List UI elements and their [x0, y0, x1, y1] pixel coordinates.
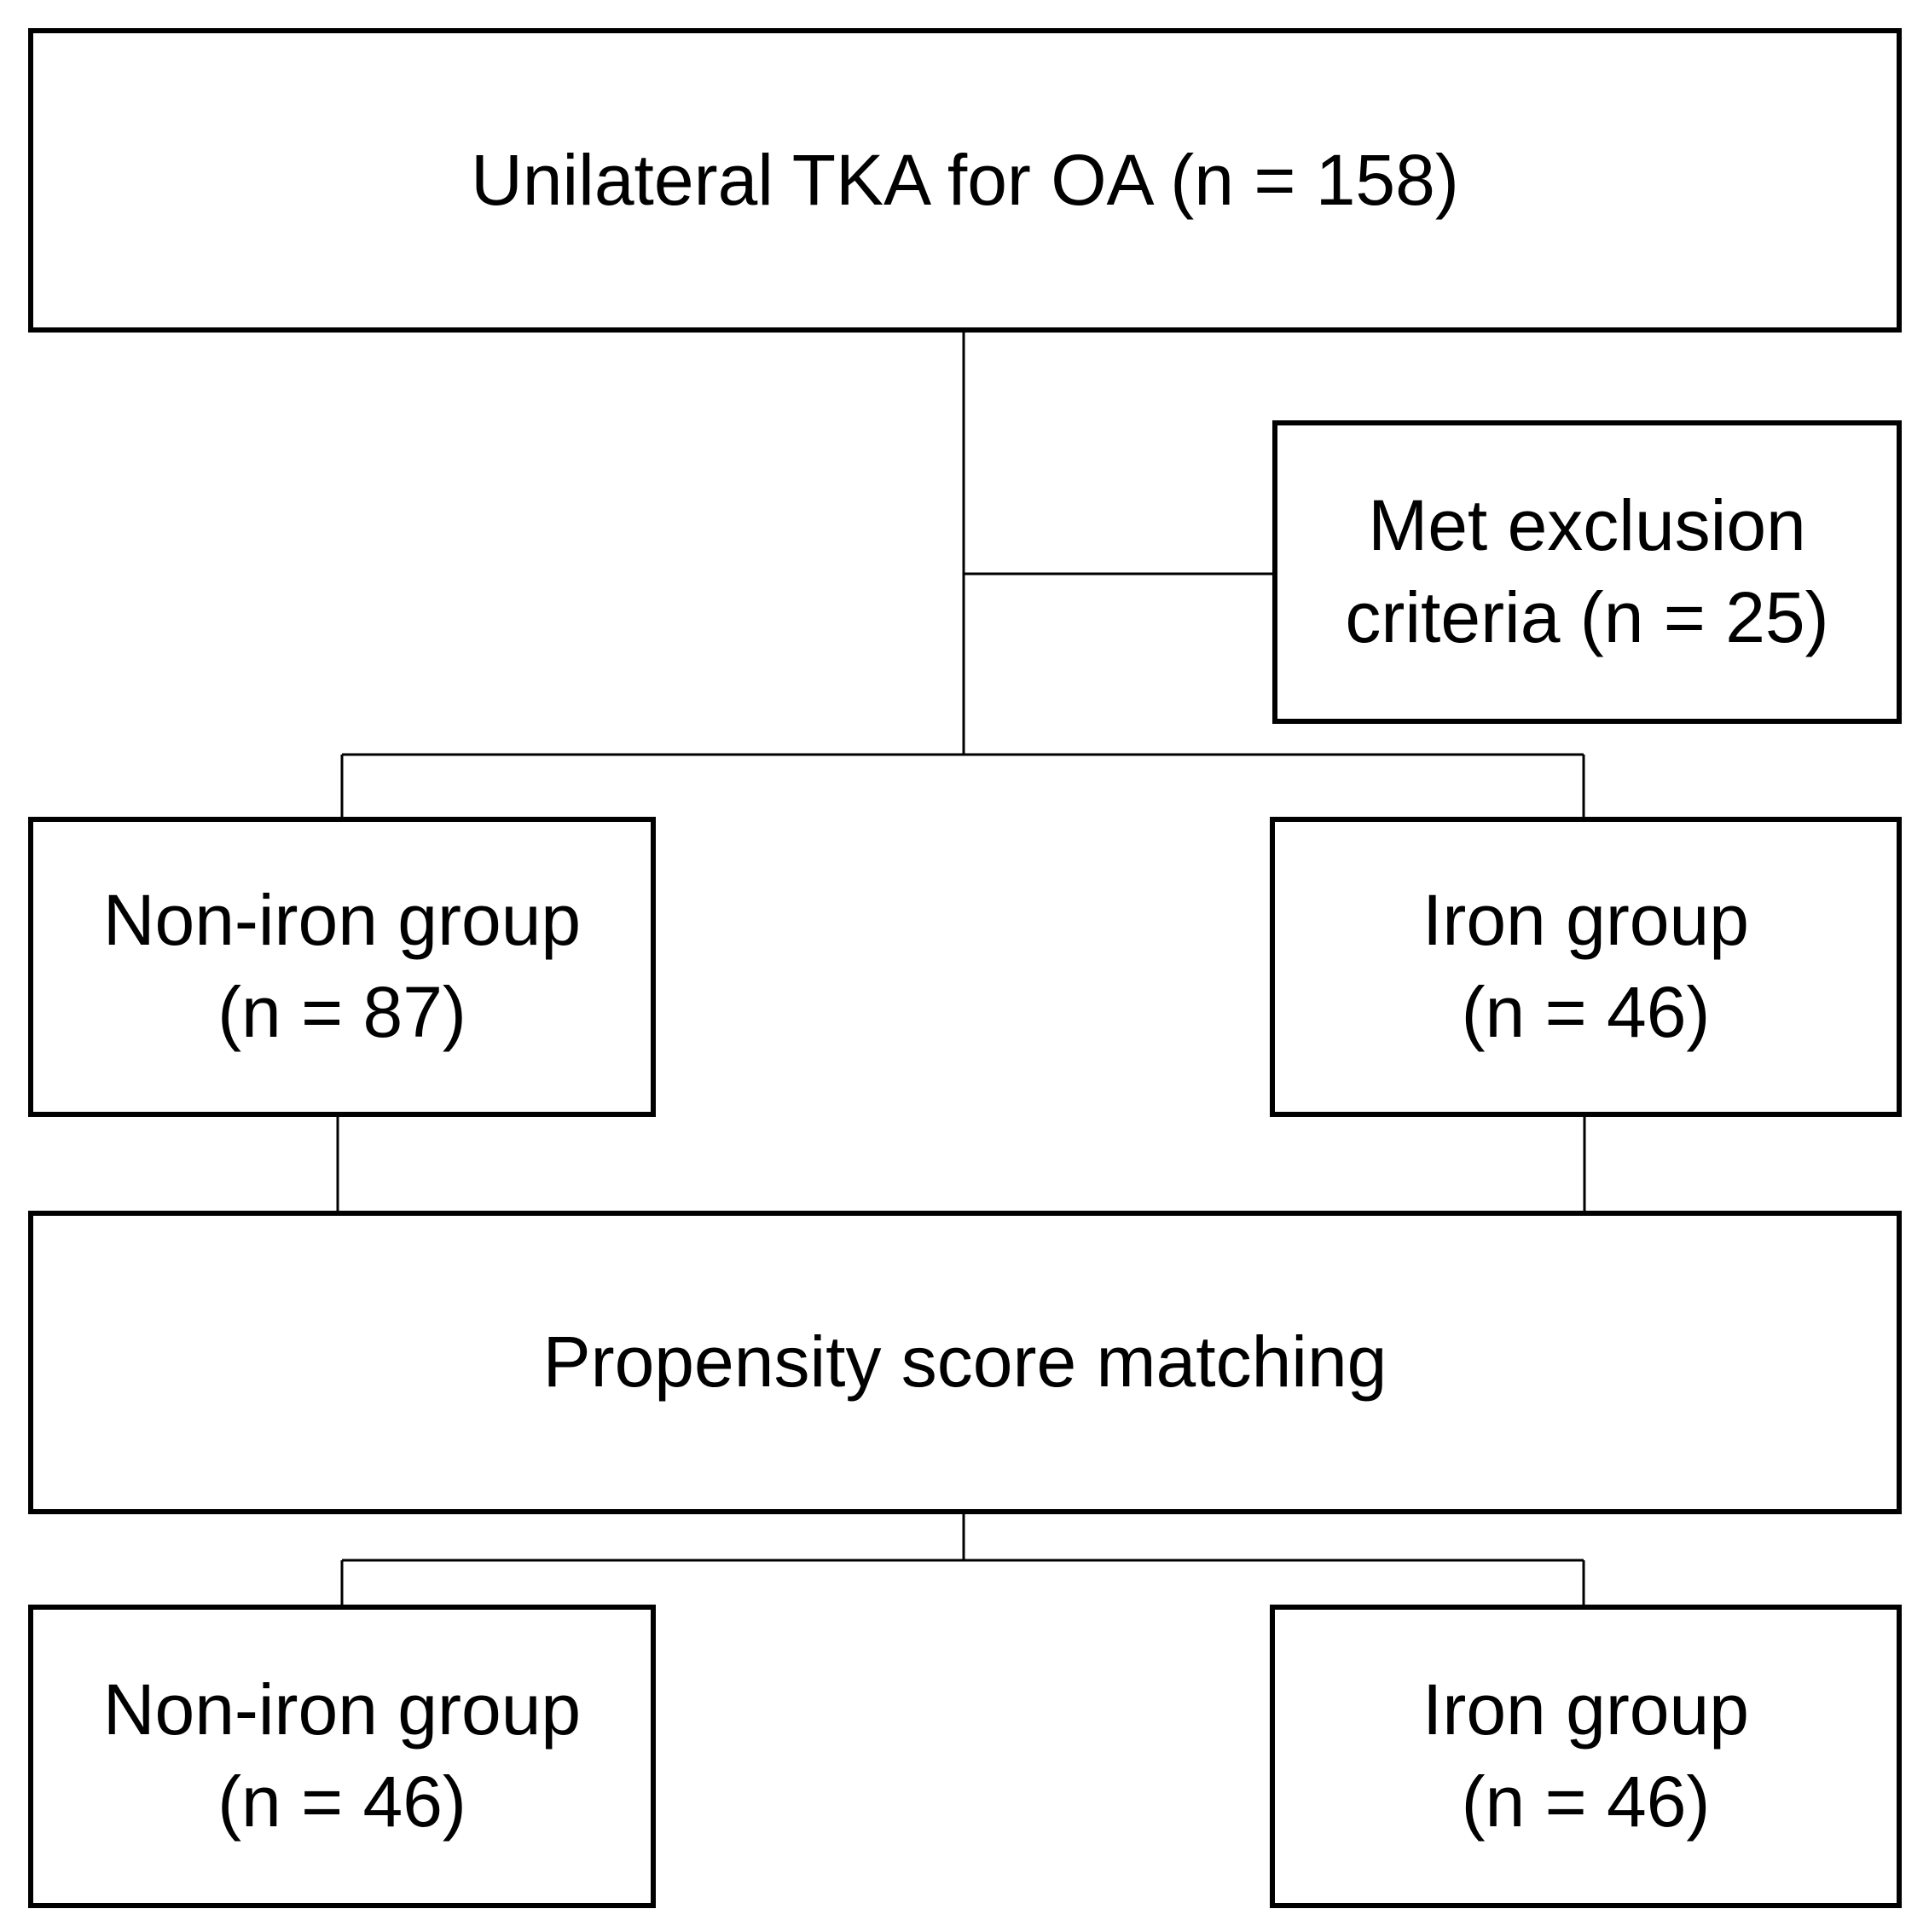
iron-group-label: Iron group [1422, 880, 1749, 961]
iron-group-count: (n = 46) [1461, 972, 1711, 1052]
enrolled-box: Unilateral TKA for OA (n = 158) [28, 28, 1902, 333]
non-iron-group-label: Non-iron group [102, 880, 582, 961]
non-iron-group-label: Non-iron group [102, 1669, 582, 1750]
exclusion-line-2: criteria (n = 25) [1345, 577, 1829, 657]
iron-group-box-before-matching: Iron group (n = 46) [1270, 817, 1902, 1117]
propensity-matching-box: Propensity score matching [28, 1211, 1902, 1514]
exclusion-box: Met exclusion criteria (n = 25) [1272, 420, 1902, 724]
iron-group-count: (n = 46) [1461, 1761, 1711, 1842]
non-iron-group-count: (n = 46) [217, 1761, 466, 1842]
propensity-matching-text: Propensity score matching [542, 1322, 1387, 1403]
enrolled-text: Unilateral TKA for OA (n = 158) [471, 139, 1459, 220]
non-iron-group-count: (n = 87) [217, 972, 466, 1052]
non-iron-group-box-after-matching: Non-iron group (n = 46) [28, 1605, 656, 1908]
exclusion-line-1: Met exclusion [1368, 485, 1806, 566]
non-iron-group-box-before-matching: Non-iron group (n = 87) [28, 817, 656, 1117]
iron-group-label: Iron group [1422, 1669, 1749, 1750]
iron-group-box-after-matching: Iron group (n = 46) [1270, 1605, 1902, 1908]
